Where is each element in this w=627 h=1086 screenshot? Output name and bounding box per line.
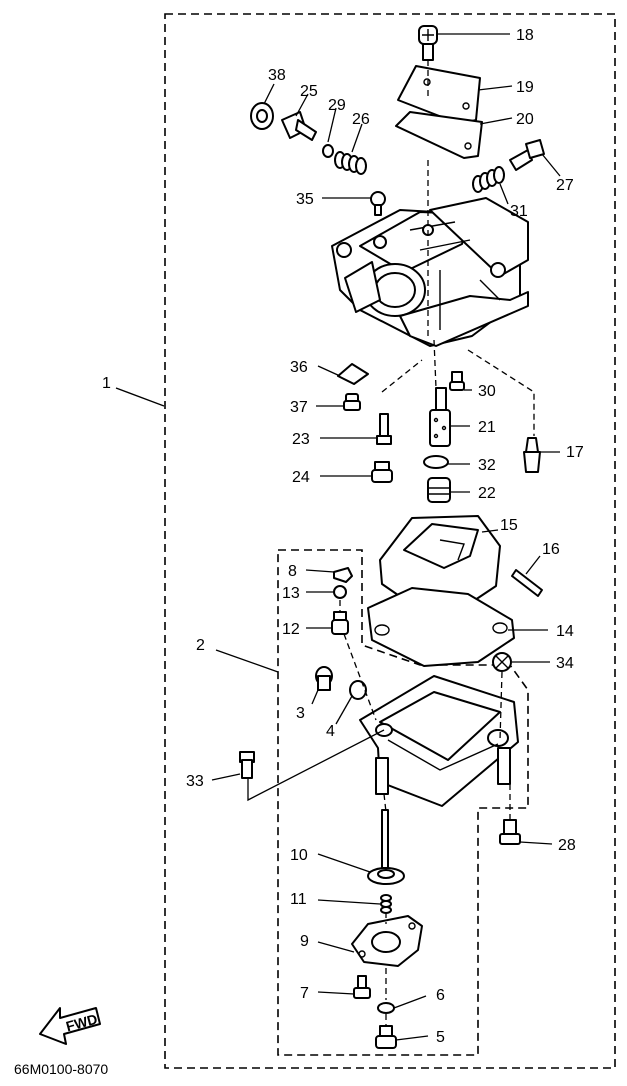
part-6-washer [377, 1002, 395, 1014]
part-29-o-ring [322, 144, 334, 158]
part-36-spring-plate [337, 363, 369, 385]
fwd-arrow-icon: FWD [39, 1007, 101, 1045]
part-31-spring [472, 166, 505, 193]
part-17-needle-valve [523, 437, 541, 473]
part-16-float-pin [511, 569, 543, 597]
part-26-spring [334, 151, 367, 175]
part-32-o-ring [423, 455, 449, 469]
callout-23: 23 [292, 431, 310, 448]
part-30-screw [449, 371, 465, 391]
part-8-cap [333, 567, 353, 583]
callout-21: 21 [478, 419, 496, 436]
callout-36: 36 [290, 359, 308, 376]
part-37-screw [343, 393, 361, 411]
part-11-spring [380, 894, 392, 914]
fwd-label: FWD [64, 1011, 99, 1035]
callout-labels: 1 2 3 4 5 6 7 8 9 10 11 12 13 14 15 16 1… [102, 27, 584, 1046]
callout-28: 28 [558, 837, 576, 854]
part-15-float [379, 515, 501, 607]
callout-34: 34 [556, 655, 574, 672]
part-27-throttle-stop-screw [509, 139, 545, 171]
part-28-screw [499, 819, 521, 845]
callout-4: 4 [326, 723, 335, 740]
part-9-cover [351, 915, 423, 967]
part-4-washer [349, 680, 367, 700]
callout-29: 29 [328, 97, 346, 114]
part-20-gasket [395, 111, 483, 159]
callout-7: 7 [300, 985, 309, 1002]
part-38-cap [250, 102, 274, 130]
callout-2: 2 [196, 637, 205, 654]
callout-26: 26 [352, 111, 370, 128]
part-25-pilot-screw [281, 111, 317, 141]
part-10-diaphragm [367, 809, 405, 885]
part-23-pilot-jet [376, 413, 392, 445]
part-12-valve [331, 611, 349, 635]
callout-9: 9 [300, 933, 309, 950]
callout-15: 15 [500, 517, 518, 534]
callout-37: 37 [290, 399, 308, 416]
part-34-plug [492, 652, 512, 672]
callout-32: 32 [478, 457, 496, 474]
part-3-plug [315, 666, 333, 691]
part-7-screw [353, 975, 371, 999]
callout-38: 38 [268, 67, 286, 84]
part-21-main-nozzle [429, 387, 451, 447]
callout-6: 6 [436, 987, 445, 1004]
part-33-screw [239, 751, 255, 779]
assembly-1-boundary [164, 13, 616, 1069]
callout-33: 33 [186, 773, 204, 790]
callout-19: 19 [516, 79, 534, 96]
callout-11: 11 [290, 891, 307, 908]
callout-20: 20 [516, 111, 534, 128]
callout-5: 5 [436, 1029, 445, 1046]
float-bowl [359, 675, 519, 807]
carburetor-body [331, 197, 529, 347]
part-24-plug [371, 461, 393, 483]
callout-27: 27 [556, 177, 574, 194]
part-13-o-ring [333, 585, 347, 599]
callout-24: 24 [292, 469, 310, 486]
callout-25: 25 [300, 83, 318, 100]
part-22-main-jet [427, 477, 451, 503]
part-18-screw [418, 25, 438, 61]
callout-22: 22 [478, 485, 496, 502]
callout-10: 10 [290, 847, 308, 864]
assembly-2-boundary [277, 549, 529, 1056]
leader-lines [115, 33, 561, 1041]
callout-30: 30 [478, 383, 496, 400]
callout-14: 14 [556, 623, 574, 640]
callout-31: 31 [510, 203, 528, 220]
callout-13: 13 [282, 585, 300, 602]
callout-3: 3 [296, 705, 305, 722]
callout-16: 16 [542, 541, 560, 558]
part-35-screw [370, 191, 386, 216]
callout-1: 1 [102, 375, 111, 392]
drawing-code: 66M0100-8070 [14, 1061, 108, 1077]
callout-35: 35 [296, 191, 314, 208]
callout-18: 18 [516, 27, 534, 44]
callout-17: 17 [566, 444, 584, 461]
part-5-bolt [375, 1025, 397, 1049]
callout-8: 8 [288, 563, 297, 580]
part-14-gasket [367, 587, 515, 667]
callout-12: 12 [282, 621, 300, 638]
